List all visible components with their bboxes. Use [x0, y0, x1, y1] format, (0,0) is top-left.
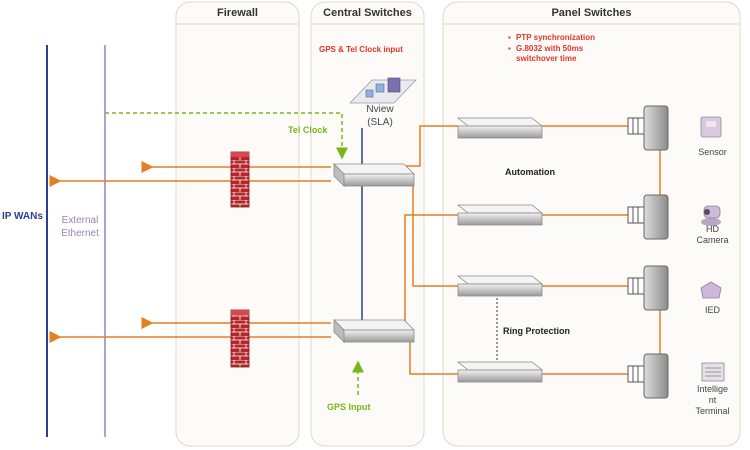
din-connector-1-icon [627, 105, 669, 151]
panel-switch-4-icon [456, 361, 544, 383]
hd-camera-label-line2: Camera [696, 235, 729, 245]
sensor-icon [700, 116, 722, 138]
firewall-upper-icon [230, 151, 250, 208]
terminal-label-line1: Intellige [696, 384, 729, 394]
nview-label: Nview [366, 104, 394, 115]
panel-switch-2-icon [456, 204, 544, 226]
din-connector-4-icon [627, 353, 669, 399]
tel-clock-path [105, 112, 348, 160]
ied-icon [700, 281, 722, 299]
sensor-label: Sensor [698, 147, 727, 157]
hd-camera-label-line1: HD [706, 224, 719, 234]
link-c1-p1 [395, 125, 458, 167]
gps-tel-clock-input-label: GPS & Tel Clock input [319, 45, 403, 54]
ip-wans-label: IP WANs [2, 211, 43, 222]
panel-switch-3-icon [456, 275, 544, 297]
g8032-label: G.8032 with 50ms switchover time [516, 44, 584, 63]
ied-label: IED [704, 305, 720, 315]
nview-sla-label: (SLA) [367, 117, 393, 128]
intelligent-terminal-icon [701, 362, 725, 382]
firewall-lower-icon [230, 309, 250, 368]
panel-switches-header: Panel Switches [551, 7, 632, 19]
din-connector-3-icon [627, 265, 669, 311]
ptp-bullet: ▪ [508, 33, 511, 42]
terminal-label-line3: Terminal [695, 406, 730, 416]
nview-workstation-icon [349, 77, 417, 104]
panel-switch-1-icon [456, 117, 544, 139]
central-switches-header: Central Switches [323, 7, 412, 19]
camera-icon [701, 205, 721, 226]
din-connector-2-icon [627, 194, 669, 240]
external-ethernet-label-line1: External [61, 215, 99, 226]
ptp-label: PTP synchronization [516, 33, 595, 42]
g8032-bullet: ▪ [508, 44, 511, 53]
automation-label: Automation [505, 167, 555, 177]
firewall-header: Firewall [217, 7, 258, 19]
external-ethernet-label-line2: Ethernet [61, 228, 99, 239]
tel-clock-label: Tel Clock [288, 125, 328, 135]
gps-input-label: GPS Input [327, 402, 371, 412]
central-switches-column [310, 1, 425, 447]
central-switch-upper-icon [333, 163, 415, 187]
terminal-label-line2: nt [708, 395, 717, 405]
central-switch-lower-icon [333, 319, 415, 343]
firewall-column [175, 1, 300, 447]
ring-protection-label: Ring Protection [503, 326, 570, 336]
